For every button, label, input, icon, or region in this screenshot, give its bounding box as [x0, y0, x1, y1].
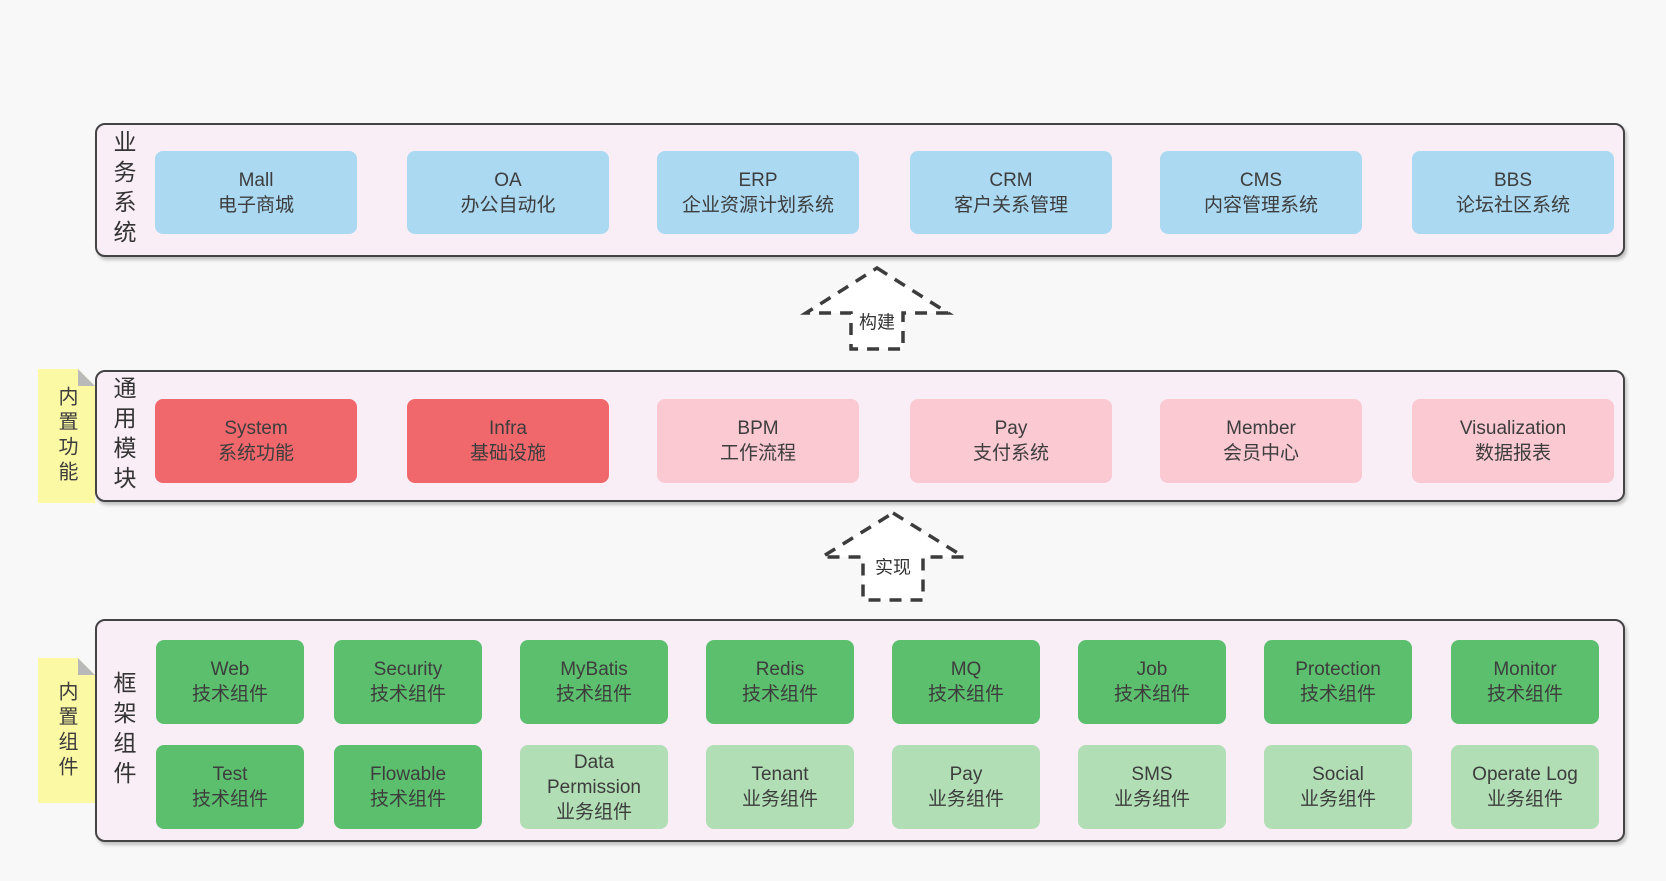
box-title: Infra [488, 418, 528, 439]
box-subtitle: 技术组件 [1486, 684, 1563, 705]
box-redis: Redis 技术组件 [706, 640, 854, 724]
box-title: Security [373, 659, 443, 680]
build-arrow-label: 构建 [856, 311, 898, 335]
box-flowable: Flowable 技术组件 [334, 745, 482, 829]
box-subtitle: 技术组件 [369, 684, 446, 705]
box-subtitle: 技术组件 [1299, 684, 1376, 705]
box-subtitle: 支付系统 [972, 443, 1049, 464]
box-subtitle: 业务组件 [927, 789, 1004, 810]
box-subtitle: 技术组件 [1113, 684, 1190, 705]
box-mybatis: MyBatis 技术组件 [520, 640, 668, 724]
note-fold-corner-icon [78, 658, 95, 675]
box-title: Data Permission [547, 751, 641, 798]
box-subtitle: 客户关系管理 [953, 194, 1068, 216]
box-test: Test 技术组件 [156, 745, 304, 829]
box-title: Social [1312, 764, 1364, 785]
box-monitor: Monitor 技术组件 [1451, 640, 1599, 724]
box-title: Protection [1295, 659, 1381, 680]
box-subtitle: 内容管理系统 [1203, 194, 1318, 216]
box-member: Member 会员中心 [1160, 399, 1362, 483]
box-subtitle: 办公自动化 [460, 194, 556, 216]
box-sms: SMS 业务组件 [1078, 745, 1226, 829]
box-subtitle: 业务组件 [1299, 789, 1376, 810]
box-subtitle: 业务组件 [1486, 789, 1563, 810]
box-title: BBS [1493, 169, 1533, 191]
box-title: Monitor [1493, 659, 1557, 680]
box-operate-log: Operate Log 业务组件 [1451, 745, 1599, 829]
box-title: Job [1136, 659, 1168, 680]
box-title: ERP [738, 169, 778, 191]
box-title: BPM [737, 418, 779, 439]
box-subtitle: 数据报表 [1474, 443, 1551, 464]
box-title: Pay [949, 764, 983, 785]
layer-title-common-modules: 通用模块 [110, 376, 136, 496]
layer-title-business-systems: 业务系统 [110, 130, 136, 250]
box-system: System 系统功能 [155, 399, 357, 483]
note-fold-corner-icon [78, 369, 95, 386]
box-protection: Protection 技术组件 [1264, 640, 1412, 724]
box-subtitle: 系统功能 [217, 443, 294, 464]
sticky-note-text-common-modules: 内置功能 [55, 386, 77, 486]
box-subtitle: 技术组件 [741, 684, 818, 705]
box-infra: Infra 基础设施 [407, 399, 609, 483]
box-subtitle: 工作流程 [719, 443, 796, 464]
box-title: Tenant [751, 764, 809, 785]
box-web: Web 技术组件 [156, 640, 304, 724]
box-title: Mall [238, 169, 274, 191]
box-subtitle: 技术组件 [191, 684, 268, 705]
box-title: Visualization [1459, 418, 1567, 439]
box-title: CRM [989, 169, 1033, 191]
layer-framework-components: 框架组件 Web 技术组件 Security 技术组件 MyBatis 技术组件 Redis 技… [95, 619, 1625, 842]
box-bbs: BBS 论坛社区系统 [1412, 151, 1614, 234]
box-cms: CMS 内容管理系统 [1160, 151, 1362, 234]
layer-common-modules: 通用模块 System 系统功能 Infra 基础设施 BPM 工作流程 Pay 支付系统 Mem… [95, 370, 1625, 502]
box-mq: MQ 技术组件 [892, 640, 1040, 724]
sticky-note-common-modules: 内置功能 [38, 369, 95, 503]
build-arrow-icon [799, 265, 955, 351]
box-subtitle: 论坛社区系统 [1455, 194, 1570, 216]
box-title: CMS [1239, 169, 1283, 191]
box-data-permission: Data Permission 业务组件 [520, 745, 668, 829]
box-tenant: Tenant 业务组件 [706, 745, 854, 829]
box-pay: Pay 业务组件 [892, 745, 1040, 829]
box-subtitle: 企业资源计划系统 [681, 194, 834, 216]
box-erp: ERP 企业资源计划系统 [657, 151, 859, 234]
sticky-note-text-framework-components: 内置组件 [55, 680, 77, 781]
box-bpm: BPM 工作流程 [657, 399, 859, 483]
box-title: MQ [950, 659, 982, 680]
box-subtitle: 电子商城 [217, 194, 294, 216]
box-title: OA [494, 169, 522, 191]
box-subtitle: 业务组件 [741, 789, 818, 810]
box-subtitle: 业务组件 [555, 801, 632, 823]
box-title: Web [210, 659, 250, 680]
box-subtitle: 业务组件 [1113, 789, 1190, 810]
box-pay: Pay 支付系统 [910, 399, 1112, 483]
box-subtitle: 技术组件 [369, 789, 446, 810]
box-mall: Mall 电子商城 [155, 151, 357, 234]
box-title: Flowable [369, 764, 447, 785]
box-visualization: Visualization 数据报表 [1412, 399, 1614, 483]
box-title: Redis [755, 659, 805, 680]
box-title: Operate Log [1472, 764, 1578, 785]
box-title: System [224, 418, 288, 439]
box-oa: OA 办公自动化 [407, 151, 609, 234]
implement-arrow-label: 实现 [872, 556, 914, 580]
box-job: Job 技术组件 [1078, 640, 1226, 724]
box-title: SMS [1131, 764, 1173, 785]
box-security: Security 技术组件 [334, 640, 482, 724]
box-title: MyBatis [560, 659, 628, 680]
layer-title-framework-components: 框架组件 [110, 670, 136, 791]
box-subtitle: 技术组件 [191, 789, 268, 810]
box-subtitle: 基础设施 [469, 443, 546, 464]
sticky-note-framework-components: 内置组件 [38, 658, 95, 803]
box-title: Test [212, 764, 248, 785]
box-social: Social 业务组件 [1264, 745, 1412, 829]
box-subtitle: 技术组件 [927, 684, 1004, 705]
box-subtitle: 会员中心 [1222, 443, 1299, 464]
box-title: Member [1226, 418, 1296, 439]
box-title: Pay [994, 418, 1028, 439]
box-crm: CRM 客户关系管理 [910, 151, 1112, 234]
box-subtitle: 技术组件 [555, 684, 632, 705]
